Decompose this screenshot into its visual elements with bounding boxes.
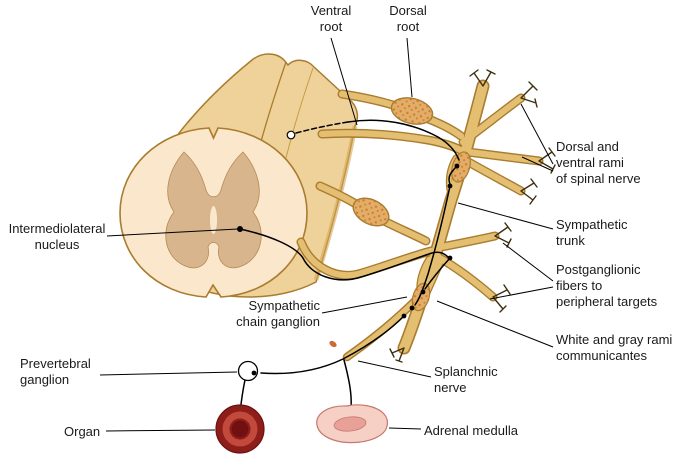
label-sympathetic-trunk: Sympathetic trunk	[556, 217, 628, 248]
dorsal-ramus-upper	[459, 94, 525, 146]
label-adrenal-medulla: Adrenal medulla	[424, 423, 518, 438]
ventral-ramus-upper	[464, 148, 543, 165]
nerve-ending-forks	[389, 69, 556, 363]
sympathetic-chain-ganglion-upper	[451, 151, 471, 183]
postganglionic-ramus-1	[432, 232, 499, 252]
leader-organ	[105, 429, 216, 432]
leader-intermediolateral	[106, 228, 239, 237]
leader-chain-ganglion	[321, 296, 408, 314]
organ-illustration	[215, 404, 265, 454]
adrenal-medulla-illustration	[316, 404, 389, 444]
dorsal-root-ganglion-upper	[390, 97, 434, 125]
label-postganglionic-fibers: Postganglionic fibers to peripheral targ…	[556, 262, 658, 309]
leader-postganglionic-b	[489, 286, 554, 300]
label-dorsal-root: Dorsal root	[389, 3, 427, 34]
prevertebral-ganglion-circle	[237, 360, 259, 382]
leader-splanchnic	[357, 360, 432, 378]
leader-ventral-root	[330, 37, 358, 126]
label-dorsal-ventral-rami: Dorsal and ventral rami of spinal nerve	[556, 139, 641, 186]
leader-lines	[99, 37, 554, 432]
label-splanchnic-nerve: Splanchnic nerve	[434, 364, 498, 395]
leader-prevertebral	[99, 371, 238, 376]
dorsal-root-ganglion-lower	[352, 197, 390, 227]
leader-dorsal-root	[406, 37, 413, 98]
leader-rami-b	[521, 156, 554, 172]
dashed-preganglionic-fiber	[295, 121, 349, 134]
ventral-root-lower	[297, 238, 435, 279]
leader-sympathetic-trunk	[457, 202, 554, 230]
label-white-gray-rami: White and gray rami communicantes	[556, 332, 673, 363]
intermediolateral-nucleus-dot	[237, 226, 243, 232]
ventral-root-upper	[318, 130, 468, 156]
label-organ: Organ	[64, 424, 101, 439]
postganglionic-ramus-2	[434, 253, 497, 301]
leader-rami-a	[520, 103, 554, 165]
label-ventral-root: Ventral root	[310, 3, 352, 34]
spinal-cord-face	[119, 127, 308, 298]
label-intermediolateral-nucleus: Intermediolateral nucleus	[8, 221, 106, 252]
central-canal	[210, 206, 217, 234]
cut-branch-mark	[329, 340, 337, 348]
leader-white-gray-rami	[436, 300, 554, 348]
label-sympathetic-chain-ganglion: Sympathetic chain ganglion	[236, 298, 320, 329]
leader-adrenal	[388, 427, 422, 430]
fiber-origin-circle	[286, 130, 296, 140]
leader-postganglionic-a	[502, 242, 554, 282]
label-prevertebral-ganglion: Prevertebral ganglion	[20, 356, 91, 387]
